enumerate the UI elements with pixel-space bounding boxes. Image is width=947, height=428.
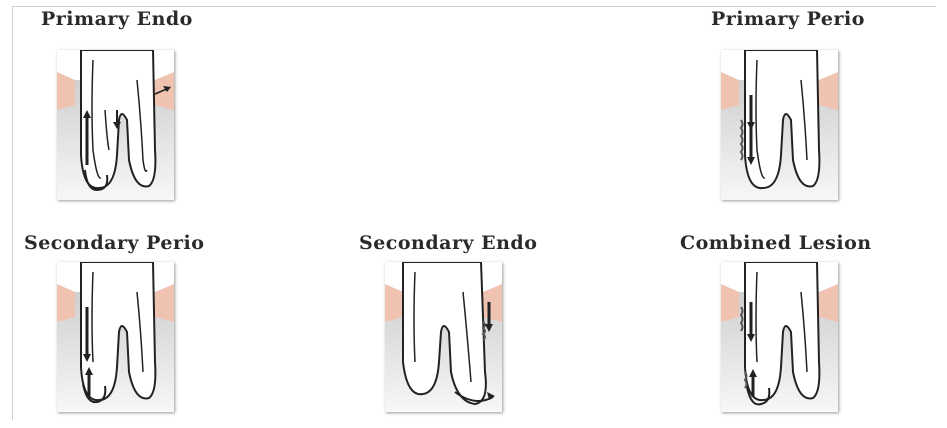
panel-label: Primary Perio	[711, 8, 865, 30]
tooth-drawing	[721, 262, 838, 412]
panel-label: Secondary Endo	[359, 232, 537, 254]
tooth-drawing	[721, 50, 838, 200]
tooth-illustration	[721, 262, 838, 412]
tooth-illustration	[57, 50, 174, 200]
panel-label: Combined Lesion	[680, 232, 872, 254]
tooth-drawing	[385, 262, 502, 412]
tooth-drawing	[57, 50, 174, 200]
panel-label: Primary Endo	[41, 8, 193, 30]
panel-label: Secondary Perio	[24, 232, 204, 254]
tooth-illustration	[385, 262, 502, 412]
tooth-illustration	[57, 262, 174, 412]
tooth-illustration	[721, 50, 838, 200]
tooth-drawing	[57, 262, 174, 412]
